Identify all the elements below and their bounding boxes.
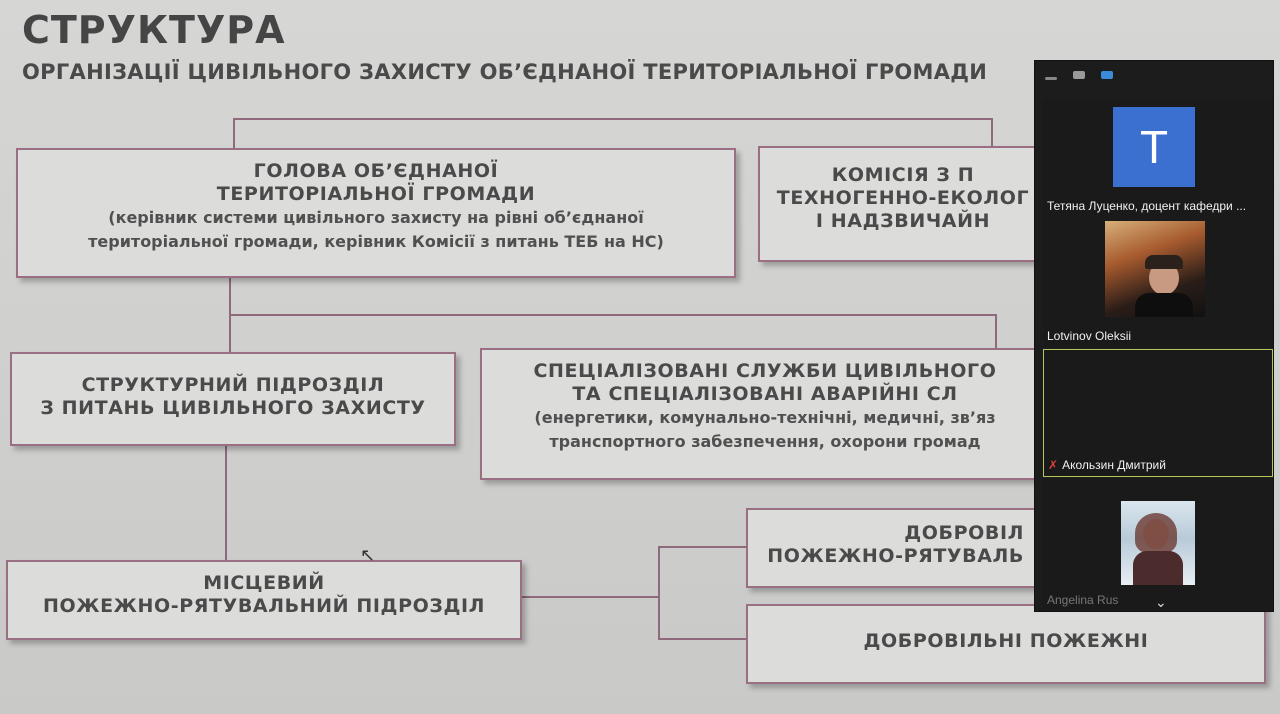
connector-line [658, 546, 660, 640]
civil-protection-unit-box: СТРУКТУРНИЙ ПІДРОЗДІЛ З ПИТАНЬ ЦИВІЛЬНОГ… [10, 352, 456, 446]
participant-video [1105, 221, 1205, 317]
slide-subtitle: ОРГАНІЗАЦІЇ ЦИВІЛЬНОГО ЗАХИСТУ ОБ’ЄДНАНО… [22, 60, 988, 84]
structural-box-line1: СТРУКТУРНИЙ ПІДРОЗДІЛ [81, 374, 385, 396]
minimize-icon[interactable] [1045, 77, 1057, 80]
participant-tile[interactable]: Angelina Rus ⌄ [1043, 479, 1273, 611]
mic-muted-icon: ✗ [1048, 458, 1059, 472]
chevron-down-icon[interactable]: ⌄ [1155, 595, 1167, 611]
volunteer1-line1: ДОБРОВІЛ [904, 522, 1024, 544]
connector-line [991, 118, 993, 148]
participant-name: Акользин Дмитрий [1062, 458, 1166, 472]
local-fire-rescue-box: МІСЦЕВИЙ ПОЖЕЖНО-РЯТУВАЛЬНИЙ ПІДРОЗДІЛ [6, 560, 522, 640]
participant-tile[interactable]: Lotvinov Oleksii [1043, 217, 1273, 347]
panel-toolbar [1035, 61, 1273, 91]
commission-box-line3: І НАДЗВИЧАЙН [815, 210, 991, 232]
connector-line [229, 314, 997, 316]
participant-video [1121, 501, 1195, 585]
head-box-line1: ГОЛОВА ОБ’ЄДНАНОЇ [253, 160, 499, 182]
restore-icon[interactable] [1073, 71, 1085, 79]
connector-line [995, 314, 997, 350]
participant-tile[interactable]: T Тетяна Луценко, доцент кафедри ... [1043, 99, 1273, 217]
services-box-line4: транспортного забезпечення, охорони гром… [549, 432, 981, 451]
connector-line [658, 546, 746, 548]
connector-line [233, 118, 235, 150]
commission-box-line1: КОМІСІЯ З П [831, 164, 975, 186]
volunteer-fire-rescue-box: ДОБРОВІЛ ПОЖЕЖНО-РЯТУВАЛЬ [746, 508, 1066, 588]
participants-panel: T Тетяна Луценко, доцент кафедри ... Lot… [1034, 60, 1274, 612]
specialized-services-box: СПЕЦІАЛІЗОВАНІ СЛУЖБИ ЦИВІЛЬНОГО ТА СПЕЦ… [480, 348, 1050, 480]
avatar: T [1113, 107, 1195, 187]
services-box-line1: СПЕЦІАЛІЗОВАНІ СЛУЖБИ ЦИВІЛЬНОГО [533, 360, 997, 382]
connector-line [229, 278, 231, 354]
connector-line [522, 596, 660, 598]
head-of-community-box: ГОЛОВА ОБ’ЄДНАНОЇ ТЕРИТОРІАЛЬНОЇ ГРОМАДИ… [16, 148, 736, 278]
commission-box-line2: ТЕХНОГЕННО-ЕКОЛОГ [776, 187, 1030, 209]
connector-line [658, 638, 746, 640]
participant-name: Lotvinov Oleksii [1047, 329, 1132, 343]
participant-name: Angelina Rus [1047, 593, 1119, 607]
commission-box: КОМІСІЯ З П ТЕХНОГЕННО-ЕКОЛОГ І НАДЗВИЧА… [758, 146, 1048, 262]
local-box-line2: ПОЖЕЖНО-РЯТУВАЛЬНИЙ ПІДРОЗДІЛ [42, 595, 486, 617]
grid-view-icon[interactable] [1101, 71, 1113, 79]
head-box-line4: територіальної громади, керівник Комісії… [88, 232, 664, 251]
volunteer-fire-box: ДОБРОВІЛЬНІ ПОЖЕЖНІ [746, 604, 1266, 684]
slide-title: СТРУКТУРА [22, 8, 286, 52]
volunteer1-line2: ПОЖЕЖНО-РЯТУВАЛЬ [767, 545, 1024, 567]
connector-line [225, 446, 227, 562]
volunteer2-line1: ДОБРОВІЛЬНІ ПОЖЕЖНІ [863, 630, 1149, 652]
mouse-cursor-icon: ↖ [360, 545, 376, 566]
participant-tile[interactable]: ✗Акользин Дмитрий [1043, 349, 1273, 477]
local-box-line1: МІСЦЕВИЙ [203, 572, 325, 594]
participant-name: Тетяна Луценко, доцент кафедри ... [1047, 199, 1247, 213]
head-box-line3: (керівник системи цивільного захисту на … [108, 208, 644, 227]
head-box-line2: ТЕРИТОРІАЛЬНОЇ ГРОМАДИ [216, 183, 536, 205]
structural-box-line2: З ПИТАНЬ ЦИВІЛЬНОГО ЗАХИСТУ [40, 397, 426, 419]
services-box-line3: (енергетики, комунально-технічні, медичн… [534, 408, 996, 427]
services-box-line2: ТА СПЕЦІАЛІЗОВАНІ АВАРІЙНІ СЛ [572, 383, 958, 405]
participant-name-row: ✗Акользин Дмитрий [1048, 458, 1166, 472]
connector-line [233, 118, 993, 120]
